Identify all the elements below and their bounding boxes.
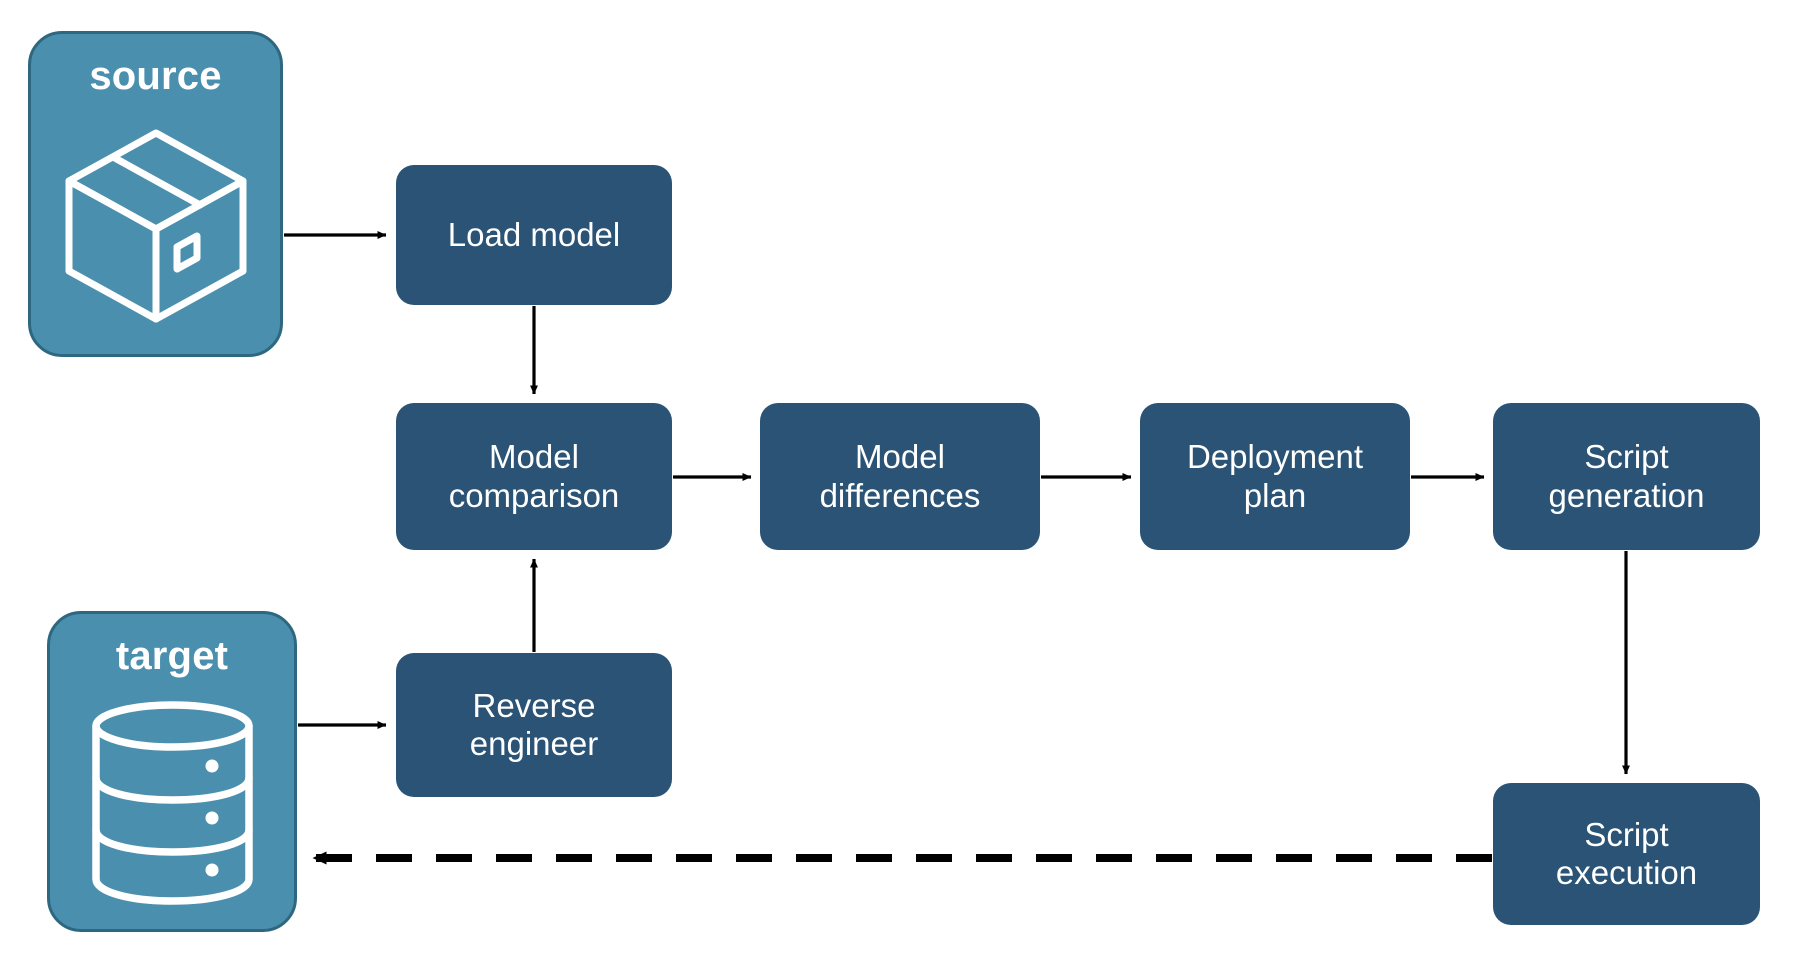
node-source[interactable]: source xyxy=(28,31,283,357)
node-script-execution[interactable]: Script execution xyxy=(1493,783,1760,925)
node-deployment-plan[interactable]: Deployment plan xyxy=(1140,403,1410,550)
node-model-comparison[interactable]: Model comparison xyxy=(396,403,672,550)
node-load-model[interactable]: Load model xyxy=(396,165,672,305)
source-label: source xyxy=(89,54,222,98)
target-label: target xyxy=(115,634,229,678)
node-reverse-engineer[interactable]: Reverse engineer xyxy=(396,653,672,797)
package-box-icon xyxy=(31,96,280,354)
node-model-differences[interactable]: Model differences xyxy=(760,403,1040,550)
database-cylinder-icon xyxy=(50,676,294,929)
node-target[interactable]: target xyxy=(47,611,297,932)
node-script-generation[interactable]: Script generation xyxy=(1493,403,1760,550)
